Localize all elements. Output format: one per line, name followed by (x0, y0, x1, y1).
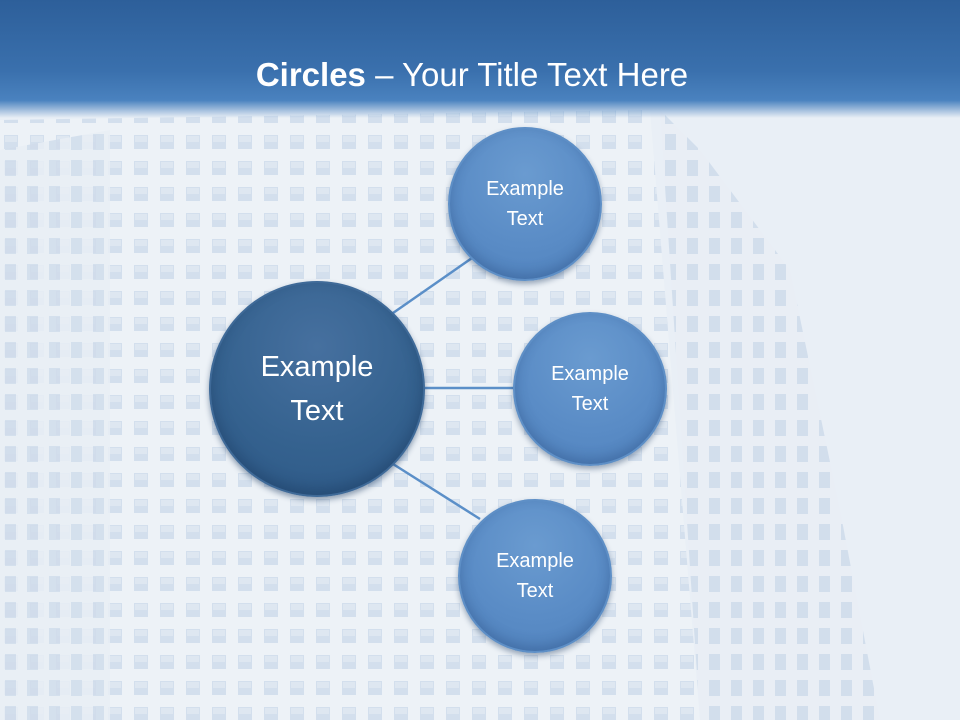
center-circle-label: Example Text (260, 351, 374, 427)
title-bar (0, 0, 960, 118)
node-circle-2-label: Example Text (551, 363, 629, 415)
title-bold-text: Circles (255, 56, 366, 93)
node-circle-3-label: Example Text (496, 550, 574, 602)
slide-title: Circles – Your Title Text Here (0, 54, 944, 96)
connector-to-node-3 (392, 462, 481, 521)
node-circle-2: Example Text (513, 312, 667, 466)
node-circle-1: Example Text (448, 127, 602, 281)
node-circle-3: Example Text (458, 499, 612, 653)
title-regular-text: – Your Title Text Here (365, 56, 689, 93)
connector-to-node-1 (392, 256, 473, 315)
center-circle: Example Text (209, 281, 425, 497)
node-circle-1-label: Example Text (486, 178, 564, 230)
